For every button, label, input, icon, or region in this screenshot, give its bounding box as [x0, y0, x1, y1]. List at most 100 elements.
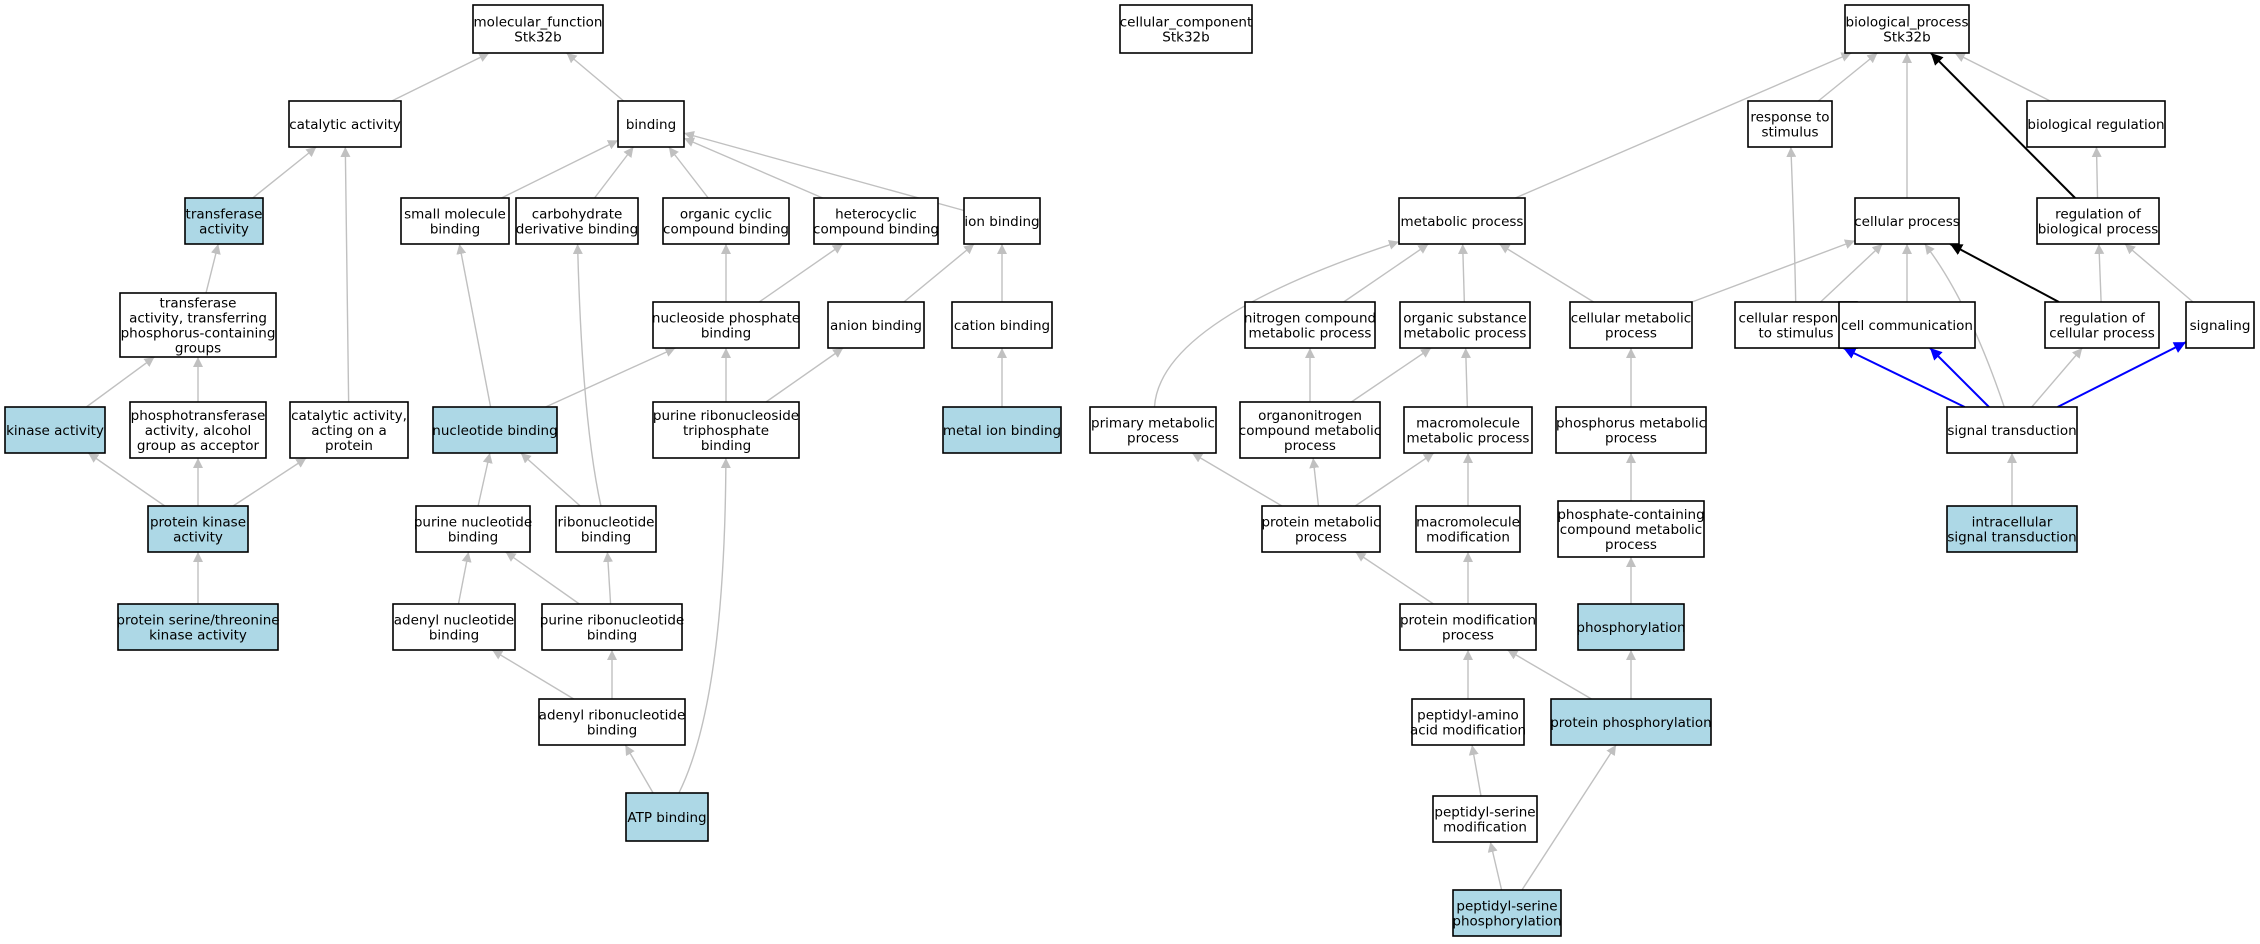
- node-label: protein phosphorylation: [1550, 715, 1712, 731]
- edge-cellmetab-to-metabolic: [1499, 243, 1594, 303]
- edge-cellresp-to-cellular: [1820, 243, 1883, 303]
- edge-peptidylser-to-peptidylamino: [1468, 744, 1482, 797]
- node-box: [1555, 406, 1707, 454]
- edge-transphos-to-transferase: [205, 243, 221, 294]
- node-label: metal ion binding: [943, 423, 1061, 439]
- node-label: phosphorylation: [1452, 914, 1561, 930]
- go-term-node-kinase: kinase activity: [4, 406, 106, 454]
- edge-protphos-to-protmod: [1507, 649, 1592, 700]
- node-label: peptidyl-amino: [1417, 708, 1519, 724]
- node-box: [515, 197, 639, 245]
- edge-line: [1786, 146, 1797, 303]
- node-box: [1452, 889, 1562, 937]
- edge-line: [391, 52, 490, 102]
- edge-line: [765, 347, 844, 403]
- node-box: [1569, 301, 1693, 349]
- node-box: [1415, 505, 1521, 553]
- node-label: cellular response: [1739, 311, 1854, 327]
- node-label: process: [1295, 530, 1347, 546]
- node-label: binding: [581, 530, 631, 546]
- edge-transferase-to-catalytic: [252, 146, 317, 199]
- node-box: [617, 100, 685, 148]
- node-box: [2185, 301, 2255, 349]
- node-label: compound metabolic: [1560, 522, 1702, 538]
- edge-line: [1691, 239, 1856, 303]
- node-box: [1550, 698, 1712, 746]
- edge-ribonuc-to-nucleotide: [520, 452, 581, 507]
- edge-cellmetab-to-cellular: [1691, 239, 1856, 303]
- edge-peptidylserphos-to-protphos: [1521, 744, 1617, 891]
- edge-line: [1487, 841, 1503, 891]
- go-term-node-metalion: metal ion binding: [942, 406, 1062, 454]
- node-label: Stk32b: [1162, 30, 1209, 46]
- node-layer: molecular_functionStk32bcellular_compone…: [4, 4, 2255, 937]
- node-box: [1747, 100, 1833, 148]
- edge-line: [491, 649, 575, 700]
- edge-purribonuc-to-purnuc: [505, 551, 580, 605]
- edge-purribonuc-to-ribonuc: [603, 551, 614, 605]
- edge-organonitro-to-organicsub: [1350, 347, 1432, 403]
- node-label: metabolic process: [1404, 326, 1527, 342]
- node-box: [129, 401, 267, 459]
- node-label: kinase activity: [6, 423, 104, 439]
- edge-anion-to-ionbinding: [903, 243, 975, 303]
- go-term-node-anion: anion binding: [827, 301, 925, 349]
- node-box: [1854, 197, 1960, 245]
- node-label: metabolic process: [1401, 214, 1524, 230]
- node-box: [472, 4, 604, 54]
- node-box: [432, 406, 558, 454]
- node-label: catalytic activity: [289, 117, 401, 133]
- node-label: activity: [173, 530, 223, 546]
- edge-line: [1930, 52, 2076, 199]
- node-box: [4, 406, 106, 454]
- node-label: organic cyclic: [680, 207, 772, 223]
- node-box: [652, 301, 800, 349]
- go-term-node-sigtrans: signal transduction: [1946, 406, 2078, 454]
- node-box: [2036, 197, 2160, 245]
- node-box: [1577, 603, 1685, 651]
- edge-line: [2094, 243, 2105, 303]
- node-box: [392, 603, 516, 651]
- edge-protkinase-to-catprot: [232, 457, 307, 507]
- edge-line: [1350, 347, 1432, 403]
- edge-line: [1191, 452, 1283, 507]
- node-label: modification: [1426, 530, 1510, 546]
- node-label: triphosphate: [683, 423, 769, 439]
- edge-carbo-to-binding: [593, 146, 635, 199]
- node-label: process: [1442, 628, 1494, 644]
- node-label: process: [1284, 438, 1336, 454]
- node-box: [942, 406, 1062, 454]
- node-label: groups: [175, 341, 221, 357]
- edge-ribonuc-to-carbo: [572, 243, 602, 507]
- node-label: macromolecule: [1416, 416, 1520, 432]
- edge-line: [545, 347, 676, 408]
- go-term-node-bioreg: biological regulation: [2026, 100, 2166, 148]
- edge-protmetab-to-organonitro: [1309, 457, 1320, 507]
- edge-protkinase-to-kinase: [87, 452, 166, 507]
- node-box: [555, 505, 657, 553]
- node-box: [184, 197, 264, 245]
- node-label: compound metabolic: [1239, 423, 1381, 439]
- edge-purnuc-to-nucleotide: [477, 452, 493, 507]
- node-box: [1119, 4, 1253, 54]
- edge-line: [1842, 347, 1966, 408]
- edge-line: [758, 243, 844, 303]
- node-label: cation binding: [954, 318, 1050, 334]
- node-label: regulation of: [2055, 207, 2142, 223]
- node-label: macromolecule: [1416, 515, 1520, 531]
- node-label: process: [1605, 431, 1657, 447]
- node-label: anion binding: [830, 318, 922, 334]
- edge-line: [232, 457, 307, 507]
- node-label: primary metabolic: [1091, 416, 1215, 432]
- node-box: [1844, 4, 1970, 54]
- node-label: process: [1127, 431, 1179, 447]
- edge-kinase-to-transphos: [85, 356, 155, 408]
- node-label: heterocyclic: [835, 207, 917, 223]
- edge-nitrogen-to-metabolic: [1343, 243, 1429, 303]
